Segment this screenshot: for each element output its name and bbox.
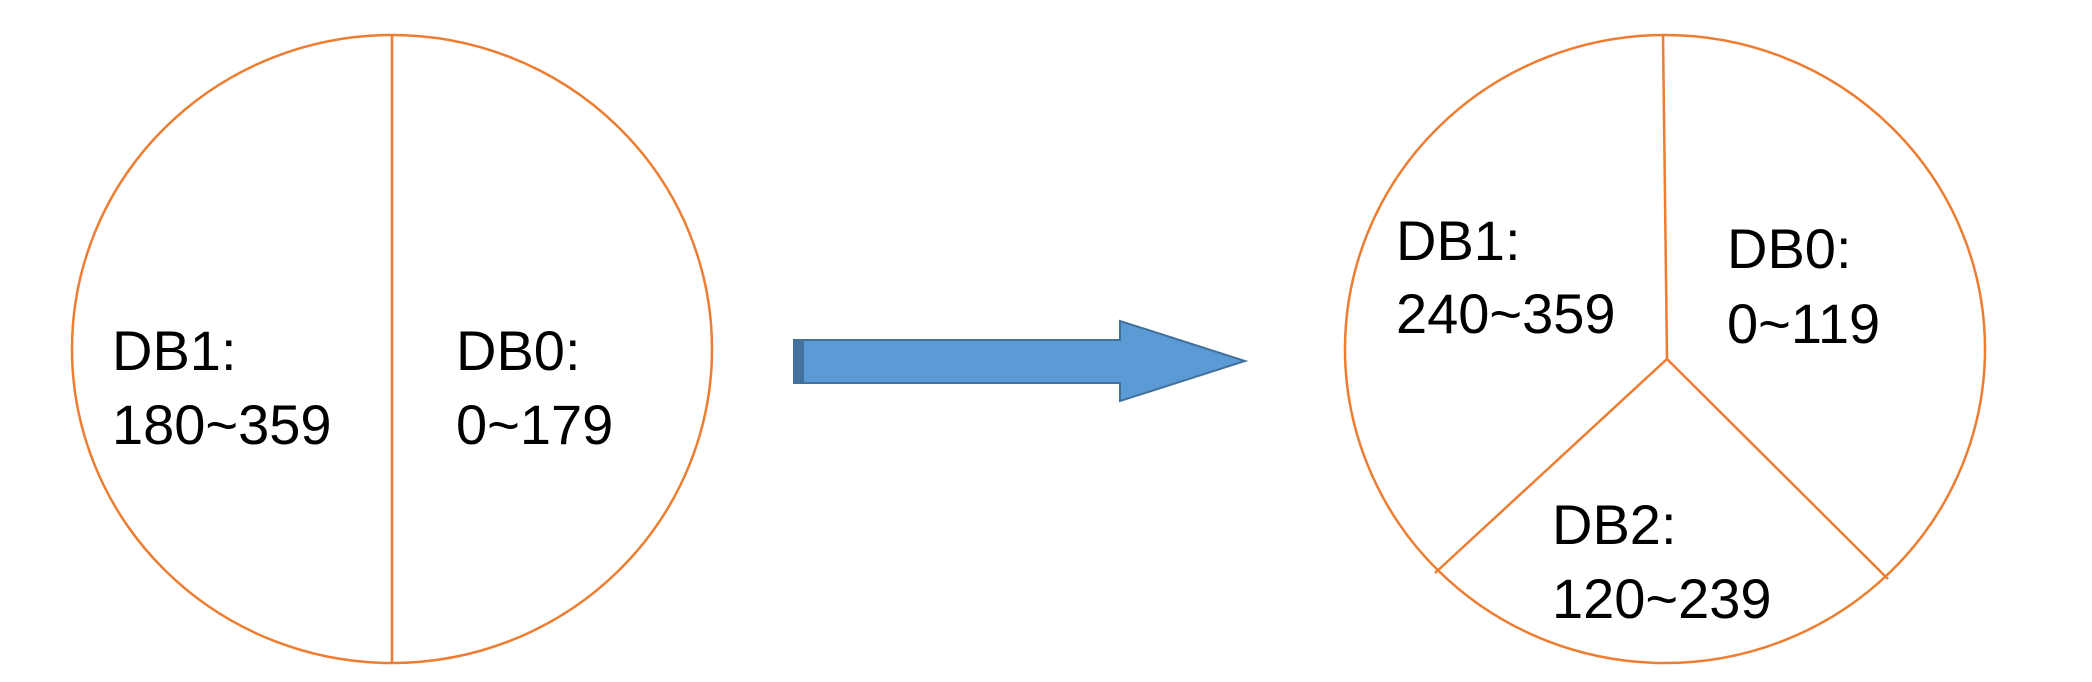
after-db1-range: 240~359 [1396,282,1616,345]
after-db0-name: DB0: [1727,217,1852,280]
ring-after-circle [1343,33,1987,665]
ring-before: DB1: 180~359 DB0: 0~179 [70,33,714,665]
ring-after-divider-top [1661,34,1669,360]
ring-after-divider-right [1666,358,1889,580]
ring-after-divider-left [1434,358,1668,574]
arrow-shape [793,319,1249,403]
before-db0-name: DB0: [456,319,581,382]
arrow-tail-accent [794,340,804,383]
before-db1-name: DB1: [112,319,237,382]
ring-after: DB1: 240~359 DB0: 0~119 DB2: 120~239 [1343,33,1987,665]
after-db0-range: 0~119 [1727,292,1880,355]
after-db2-range: 120~239 [1552,567,1772,630]
before-db0-range: 0~179 [456,393,613,456]
before-db1-range: 180~359 [112,393,332,456]
after-db1-name: DB1: [1396,209,1521,272]
after-db2-name: DB2: [1552,493,1677,556]
transition-arrow-icon [793,319,1249,403]
